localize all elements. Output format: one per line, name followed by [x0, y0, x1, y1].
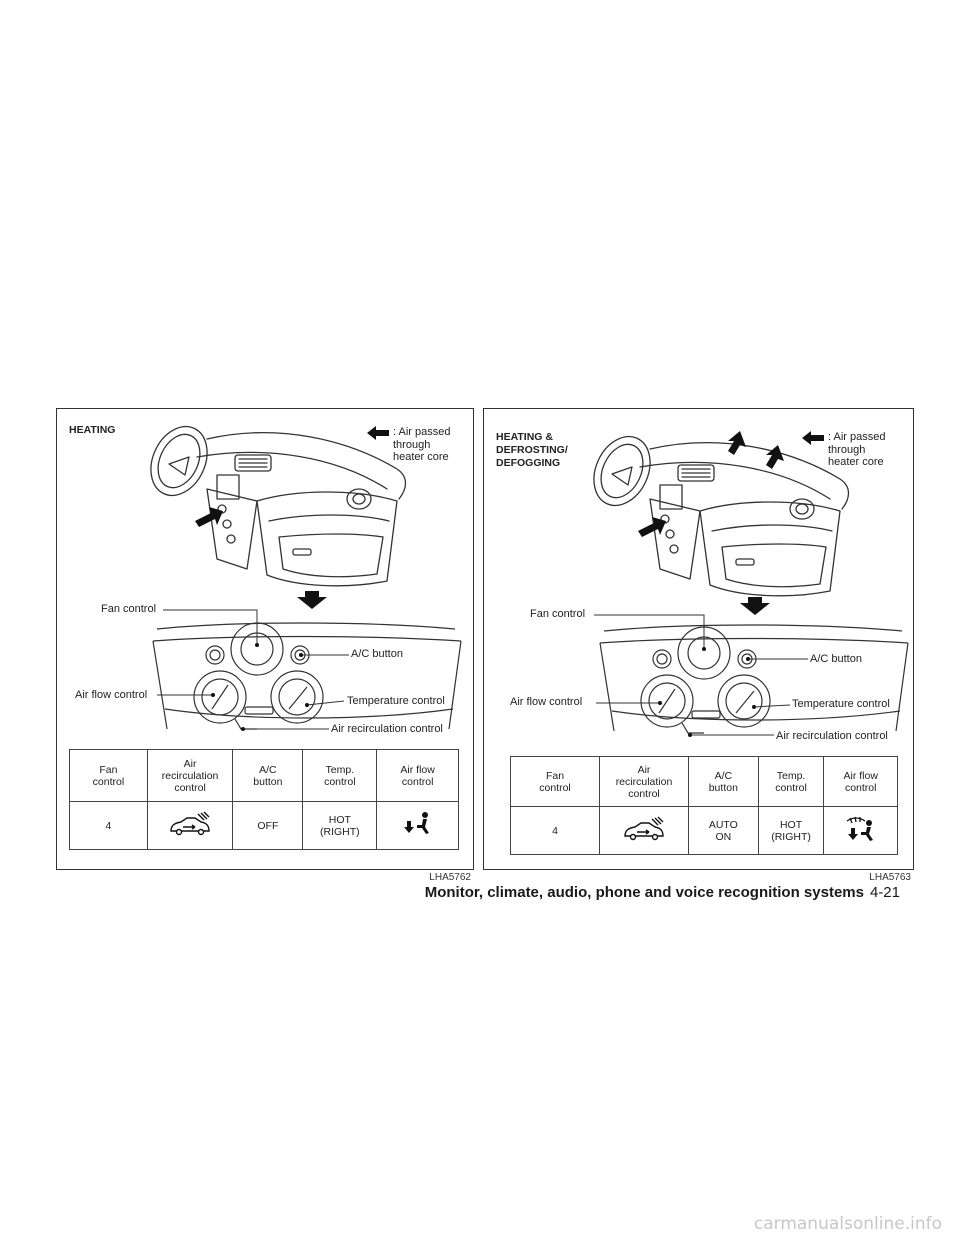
header-air-flow-control: Air flow control: [400, 763, 435, 788]
legend: : Air passed through heater core: [367, 424, 477, 469]
header-air-recirculation: Air recirculation control: [161, 757, 219, 794]
fan-value: 4: [105, 819, 112, 832]
air-recirculation-control-callout: Air recirculation control: [776, 730, 888, 742]
page-number: 4-21: [869, 884, 900, 901]
ac-value: AUTO ON: [708, 818, 738, 843]
table-row: 4 AUTO ON HOT (RIGHT): [510, 806, 898, 855]
section-title: Monitor, climate, audio, phone and voice…: [424, 884, 864, 901]
defrost-foot-vent-icon: [846, 816, 873, 841]
watermark: carmanualsonline.info: [753, 1214, 942, 1234]
table-header-row: Fan control Air recirculation control A/…: [69, 749, 459, 802]
header-fan-control: Fan control: [92, 763, 125, 788]
fan-value: 4: [552, 824, 558, 837]
table-row: 4 OFF HOT (RIGHT): [69, 801, 459, 850]
header-temp-control: Temp. control: [324, 763, 356, 788]
dashboard-illustration: [150, 425, 462, 731]
ac-button-callout: A/C button: [810, 653, 862, 665]
heater-air-arrow-icon: [802, 431, 824, 445]
header-temp-control: Temp. control: [775, 769, 807, 794]
figure-title: HEATING & DEFROSTING/ DEFOGGING: [496, 431, 568, 469]
air-flow-control-callout: Air flow control: [75, 689, 148, 701]
header-ac-button: A/C button: [253, 763, 283, 788]
table-header-row: Fan control Air recirculation control A/…: [510, 756, 898, 807]
legend-text: : Air passed through heater core: [828, 431, 886, 468]
foot-vent-icon: [403, 812, 429, 834]
ac-button-callout: A/C button: [351, 648, 403, 660]
temp-value: HOT (RIGHT): [320, 813, 360, 838]
air-flow-control-callout: Air flow control: [510, 696, 583, 708]
air-recirculation-control-callout: Air recirculation control: [331, 723, 443, 735]
header-fan-control: Fan control: [539, 769, 571, 794]
temperature-control-callout: Temperature control: [792, 698, 890, 710]
settings-table: Fan control Air recirculation control A/…: [510, 756, 898, 855]
figure-code: LHA5762: [429, 872, 471, 883]
legend: : Air passed through heater core: [802, 429, 912, 474]
figure-code: LHA5763: [869, 872, 911, 883]
page-footer: Monitor, climate, audio, phone and voice…: [0, 884, 900, 901]
heating-defrosting-figure: HEATING & DEFROSTING/ DEFOGGING : Air pa…: [483, 408, 914, 883]
temp-value: HOT (RIGHT): [771, 818, 811, 843]
air-recirculation-off-icon: [624, 816, 664, 841]
settings-table: Fan control Air recirculation control A/…: [69, 749, 459, 850]
heating-figure: HEATING : Air passed through heater core…: [56, 408, 477, 883]
header-air-recirculation: Air recirculation control: [615, 763, 673, 800]
ac-value: OFF: [257, 819, 279, 832]
legend-text: : Air passed through heater core: [393, 426, 451, 463]
dashboard-illustration: [593, 431, 909, 737]
heater-air-arrow-icon: [367, 426, 389, 440]
header-air-flow-control: Air flow control: [843, 769, 878, 794]
air-recirculation-off-icon: [170, 811, 210, 836]
fan-control-callout: Fan control: [101, 603, 157, 615]
fan-control-callout: Fan control: [530, 608, 586, 620]
temperature-control-callout: Temperature control: [347, 695, 445, 707]
header-ac-button: A/C button: [708, 769, 738, 794]
figure-title: HEATING: [69, 424, 116, 436]
